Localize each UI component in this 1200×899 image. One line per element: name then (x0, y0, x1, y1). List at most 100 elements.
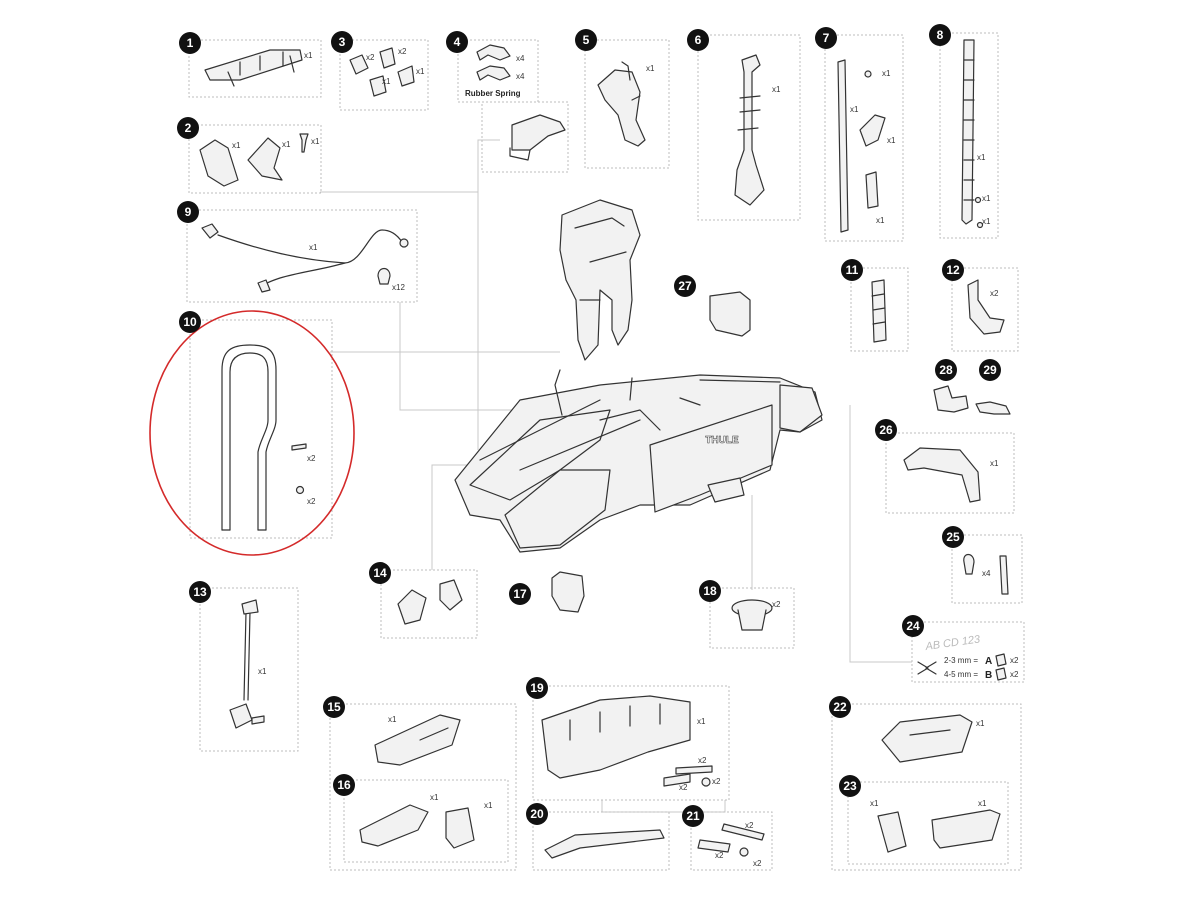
part-9-drawing (201, 223, 409, 293)
qty-7-1: x1 (882, 69, 891, 78)
callout-1: 1 (179, 32, 201, 54)
callout-19: 19 (526, 677, 548, 699)
rubber-spring-caption: Rubber Spring (465, 89, 521, 98)
svg-text:10: 10 (183, 315, 197, 329)
qty-19-1: x1 (697, 717, 706, 726)
callout-18: 18 (699, 580, 721, 602)
svg-text:5: 5 (583, 33, 590, 47)
svg-text:4: 4 (454, 35, 461, 49)
qty-24-1: x2 (1010, 656, 1019, 665)
qty-26-1: x1 (990, 459, 999, 468)
qty-8-2: x1 (982, 194, 991, 203)
part-27-drawing (709, 291, 751, 337)
part-28-drawing (933, 385, 969, 413)
qty-3-3: x1 (382, 77, 391, 86)
qty-10-2: x2 (307, 497, 316, 506)
callout-3: 3 (331, 31, 353, 53)
part-boxes (186, 32, 1025, 871)
qty-3-2: x2 (398, 47, 407, 56)
qty-21-3: x2 (753, 859, 762, 868)
part-11-drawing (871, 279, 887, 343)
svg-text:28: 28 (939, 363, 953, 377)
part-26-drawing (903, 447, 981, 503)
part-13-drawing (229, 599, 265, 729)
part-2-drawing (199, 133, 309, 187)
callout-25: 25 (942, 526, 964, 548)
callout-17: 17 (509, 583, 531, 605)
svg-text:3: 3 (339, 35, 346, 49)
qty-8-3: x1 (982, 217, 991, 226)
part-18-drawing (731, 599, 773, 631)
callout-29: 29 (979, 359, 1001, 381)
svg-text:23: 23 (843, 779, 857, 793)
qty-7-2: x1 (850, 105, 859, 114)
callout-13: 13 (189, 581, 211, 603)
svg-text:12: 12 (946, 263, 960, 277)
qty-24-2: x2 (1010, 670, 1019, 679)
qty-1-1: x1 (304, 51, 313, 60)
qty-9-1: x1 (309, 243, 318, 252)
svg-text:11: 11 (846, 263, 859, 277)
qty-3-4: x1 (416, 67, 425, 76)
svg-text:26: 26 (879, 423, 893, 437)
plate-letter-b: B (985, 670, 992, 681)
plate-line-2: 4-5 mm = (944, 670, 978, 679)
callout-16: 16 (333, 774, 355, 796)
callout-2: 2 (177, 117, 199, 139)
qty-15-1: x1 (388, 715, 397, 724)
part-21-drawing (697, 823, 765, 857)
plate-line-1: 2-3 mm = (944, 656, 978, 665)
part-17-drawing (551, 571, 585, 613)
callout-26: 26 (875, 419, 897, 441)
svg-text:15: 15 (327, 700, 341, 714)
callout-28: 28 (935, 359, 957, 381)
leader-lines (320, 139, 912, 813)
qty-25-1: x4 (982, 569, 991, 578)
callout-8: 8 (929, 24, 951, 46)
part-4-drawing (476, 44, 566, 161)
svg-text:19: 19 (530, 681, 544, 695)
qty-4-1: x4 (516, 54, 525, 63)
qty-23-2: x1 (978, 799, 987, 808)
callout-12: 12 (942, 259, 964, 281)
callout-badges: 1 2 3 4 5 6 7 8 9 10 11 12 13 14 15 16 1… (177, 24, 1001, 827)
callout-20: 20 (526, 803, 548, 825)
qty-12-1: x2 (990, 289, 999, 298)
part-1-drawing (204, 49, 303, 87)
callout-6: 6 (687, 29, 709, 51)
brand-logo-text: THULE (705, 435, 739, 446)
qty-7-3: x1 (887, 136, 896, 145)
part-19-drawing (541, 695, 713, 787)
highlight-ellipse (149, 310, 355, 556)
svg-text:17: 17 (513, 587, 527, 601)
qty-23-1: x1 (870, 799, 879, 808)
part-14-drawing (397, 579, 463, 625)
svg-text:21: 21 (686, 809, 700, 823)
qty-2-3: x1 (311, 137, 320, 146)
bike-carrier-main-assembly: THULE (454, 199, 823, 553)
svg-text:13: 13 (193, 585, 207, 599)
qty-22-1: x1 (976, 719, 985, 728)
part-7-drawing (837, 59, 886, 233)
qty-3-1: x2 (366, 53, 375, 62)
callout-11: 11 (841, 259, 863, 281)
svg-text:24: 24 (906, 619, 920, 633)
callout-27: 27 (674, 275, 696, 297)
quantity-labels: x1 x1 x1 x1 x2 x2 x1 x1 x4 x4 Rubber Spr… (232, 47, 999, 868)
qty-5-1: x1 (646, 64, 655, 73)
callout-23: 23 (839, 775, 861, 797)
qty-18-1: x2 (772, 600, 781, 609)
part-22-drawing (881, 714, 973, 763)
svg-text:9: 9 (185, 205, 192, 219)
part-12-drawing (967, 279, 1005, 335)
qty-19-3: x2 (679, 783, 688, 792)
callout-22: 22 (829, 696, 851, 718)
svg-text:29: 29 (983, 363, 997, 377)
part-8-drawing (961, 39, 984, 229)
callout-14: 14 (369, 562, 391, 584)
qty-16-1: x1 (430, 793, 439, 802)
plate-letter-a: A (985, 656, 992, 667)
callout-4: 4 (446, 31, 468, 53)
svg-text:7: 7 (823, 31, 830, 45)
qty-21-1: x2 (745, 821, 754, 830)
